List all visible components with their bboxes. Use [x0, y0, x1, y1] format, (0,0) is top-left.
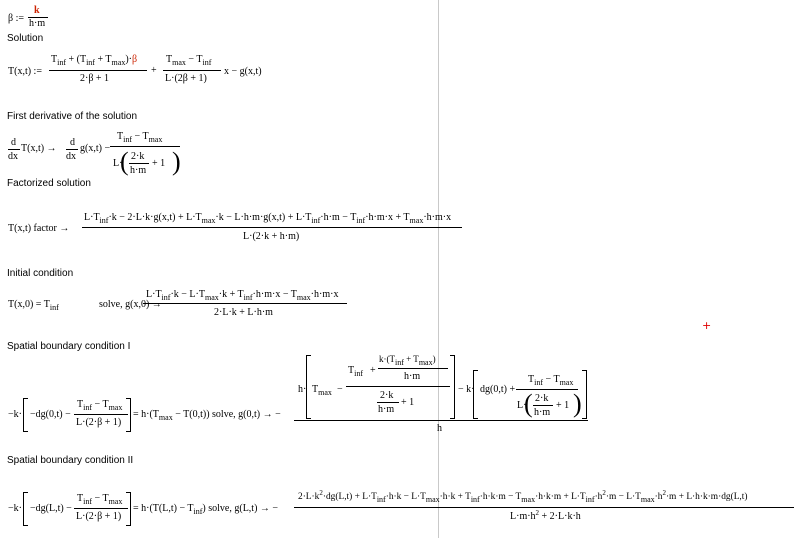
- bc1-dg: dg(0,t) +: [480, 384, 516, 395]
- bc1-inner-bottom-plus: + 1: [401, 397, 415, 408]
- derivative-fraction-numerator: Tinf − Tmax: [117, 131, 163, 144]
- initial-denominator: 2·L·k + L·h·m: [214, 307, 273, 318]
- bc1-inner-bottom-bar: [377, 402, 399, 403]
- derivative-d-bar: [8, 149, 20, 150]
- bc1-mid: − k·: [458, 384, 475, 395]
- bc2-lhs-dg: −dg(L,t) −: [30, 503, 72, 514]
- bc1-right-fraction-numerator: Tinf − Tmax: [528, 374, 574, 387]
- derivative-rhs-d-top: d: [70, 137, 75, 148]
- bc1-main-fraction-bar: [294, 420, 588, 421]
- bc1-right-fraction-bar: [516, 389, 578, 390]
- bc1-lhs-close-bracket: [126, 398, 131, 432]
- bc1-right-open-paren: (: [524, 389, 533, 418]
- factorized-lhs: T(x,t) factor →: [8, 223, 70, 234]
- initial-numerator: L·Tinf·k − L·Tmax·k + Tinf·h·m·x − Tmax·…: [146, 289, 339, 302]
- bc1-right-inner-den: h·m: [534, 407, 551, 418]
- bc1-lhs-fraction-denominator: L·(2·β + 1): [76, 417, 122, 428]
- bc2-lhs-fraction-denominator: L·(2·β + 1): [76, 511, 122, 522]
- bc1-lhs-k: −k·: [8, 409, 22, 420]
- bc1-right-den-L: L·: [517, 400, 527, 411]
- bc1-tmax: Tmax: [312, 384, 332, 397]
- bc1-inner-bottom-num: 2·k: [380, 390, 394, 401]
- initial-fraction-bar: [143, 303, 347, 304]
- beta-definition-lhs: β :=: [8, 13, 25, 24]
- derivative-open-paren: (: [120, 147, 129, 176]
- solution-plus: +: [151, 65, 157, 76]
- solution-fraction2-denominator: L·(2β + 1): [165, 73, 207, 84]
- bc2-lhs-open-bracket: [23, 492, 28, 526]
- beta-definition-fraction-bar: [28, 17, 48, 18]
- heading-spatial-bc1: Spatial boundary condition I: [7, 341, 131, 352]
- bc1-kfrac-numerator: k·(Tinf + Tmax): [379, 354, 436, 367]
- bc1-outer-close-bracket: [450, 355, 455, 419]
- bc2-numerator: 2·L·k2·dg(L,t) + L·Tinf·h·k − L·Tmax·h·k…: [298, 489, 748, 504]
- solution-fraction1-numerator: Tinf + (Tinf + Tmax)·β: [51, 54, 138, 67]
- derivative-d-bottom: dx: [8, 151, 18, 162]
- derivative-inner-den: h·m: [130, 165, 147, 176]
- initial-solve: solve, g(x,0) → −: [99, 299, 170, 310]
- derivative-d-top: d: [11, 137, 16, 148]
- bc1-lhs-dg: −dg(0,t) −: [30, 409, 71, 420]
- solution-tail: x − g(x,t): [224, 66, 262, 77]
- bc1-lhs-fraction-numerator: Tinf − Tmax: [77, 399, 123, 412]
- solution-fraction2-numerator: Tmax − Tinf: [166, 54, 212, 67]
- solution-fraction1-denominator: 2·β + 1: [80, 73, 110, 84]
- bc1-right-inner-bar: [533, 405, 553, 406]
- initial-lhs: T(x,0) = Tinf: [8, 299, 59, 312]
- bc1-kfrac-denominator: h·m: [404, 371, 421, 382]
- heading-first-derivative: First derivative of the solution: [7, 111, 138, 122]
- heading-factorized: Factorized solution: [7, 178, 91, 189]
- derivative-rhs-d-bar: [66, 149, 78, 150]
- bc1-right-open-bracket: [473, 370, 478, 419]
- derivative-close-paren: ): [172, 147, 181, 176]
- derivative-den-L: L·: [113, 158, 123, 169]
- bc2-equation: = h·(T(L,t) − Tinf) solve, g(L,t) → −: [133, 503, 279, 516]
- bc1-outer-open-bracket: [306, 355, 311, 419]
- bc1-inner-top-tinf: Tinf: [348, 365, 363, 378]
- factorized-fraction-bar: [82, 227, 462, 228]
- heading-solution: Solution: [7, 33, 44, 44]
- bc1-right-inner-plus: + 1: [556, 400, 570, 411]
- solution-fraction1-bar: [49, 70, 147, 71]
- derivative-inner-plus: + 1: [152, 158, 166, 169]
- derivative-lhs: T(x,t) →: [21, 143, 57, 154]
- solution-fraction2-bar: [163, 70, 221, 71]
- bc1-inner-main-bar: [346, 386, 450, 387]
- bc1-kfrac-bar: [378, 368, 448, 369]
- derivative-fraction-bar: [110, 146, 180, 147]
- derivative-rhs-d-bottom: dx: [66, 151, 76, 162]
- bc2-fraction-bar: [294, 507, 794, 508]
- bc1-right-inner-num: 2·k: [535, 393, 549, 404]
- beta-definition-denominator: h·m: [29, 18, 46, 29]
- derivative-inner-bar: [129, 163, 149, 164]
- derivative-inner-num: 2·k: [131, 151, 145, 162]
- bc1-big-h: h·: [298, 384, 307, 395]
- bc1-inner-bottom-den: h·m: [378, 404, 395, 415]
- beta-definition-numerator: k: [34, 5, 40, 16]
- solution-lhs: T(x,t) :=: [8, 66, 42, 77]
- bc2-denominator: L·m·h2 + 2·L·k·h: [510, 509, 581, 522]
- heading-initial-condition: Initial condition: [7, 268, 74, 279]
- heading-spatial-bc2: Spatial boundary condition II: [7, 455, 134, 466]
- bc1-lhs-fraction-bar: [74, 414, 128, 415]
- factorized-denominator: L·(2·k + h·m): [243, 231, 300, 242]
- page-break-guide: [438, 0, 439, 538]
- bc1-minus: −: [337, 384, 343, 395]
- bc2-lhs-k: −k·: [8, 503, 22, 514]
- derivative-rhs-fn: g(x,t) −: [80, 143, 111, 154]
- bc2-lhs-close-bracket: [126, 492, 131, 526]
- bc1-lhs-open-bracket: [23, 398, 28, 432]
- bc1-right-close-paren: ): [573, 389, 582, 418]
- factorized-numerator: L·Tinf·k − 2·L·k·g(x,t) + L·Tmax·k − L·h…: [84, 212, 452, 225]
- bc1-inner-top-plus: +: [370, 365, 376, 376]
- bc2-lhs-fraction-bar: [74, 508, 128, 509]
- bc1-right-close-bracket: [582, 370, 587, 419]
- bc1-equation: = h·(Tmax − T(0,t)) solve, g(0,t) → −: [133, 409, 281, 422]
- cursor-crosshair-icon: +: [702, 319, 712, 332]
- bc2-lhs-fraction-numerator: Tinf − Tmax: [77, 493, 123, 506]
- bc1-denominator: h: [437, 423, 442, 434]
